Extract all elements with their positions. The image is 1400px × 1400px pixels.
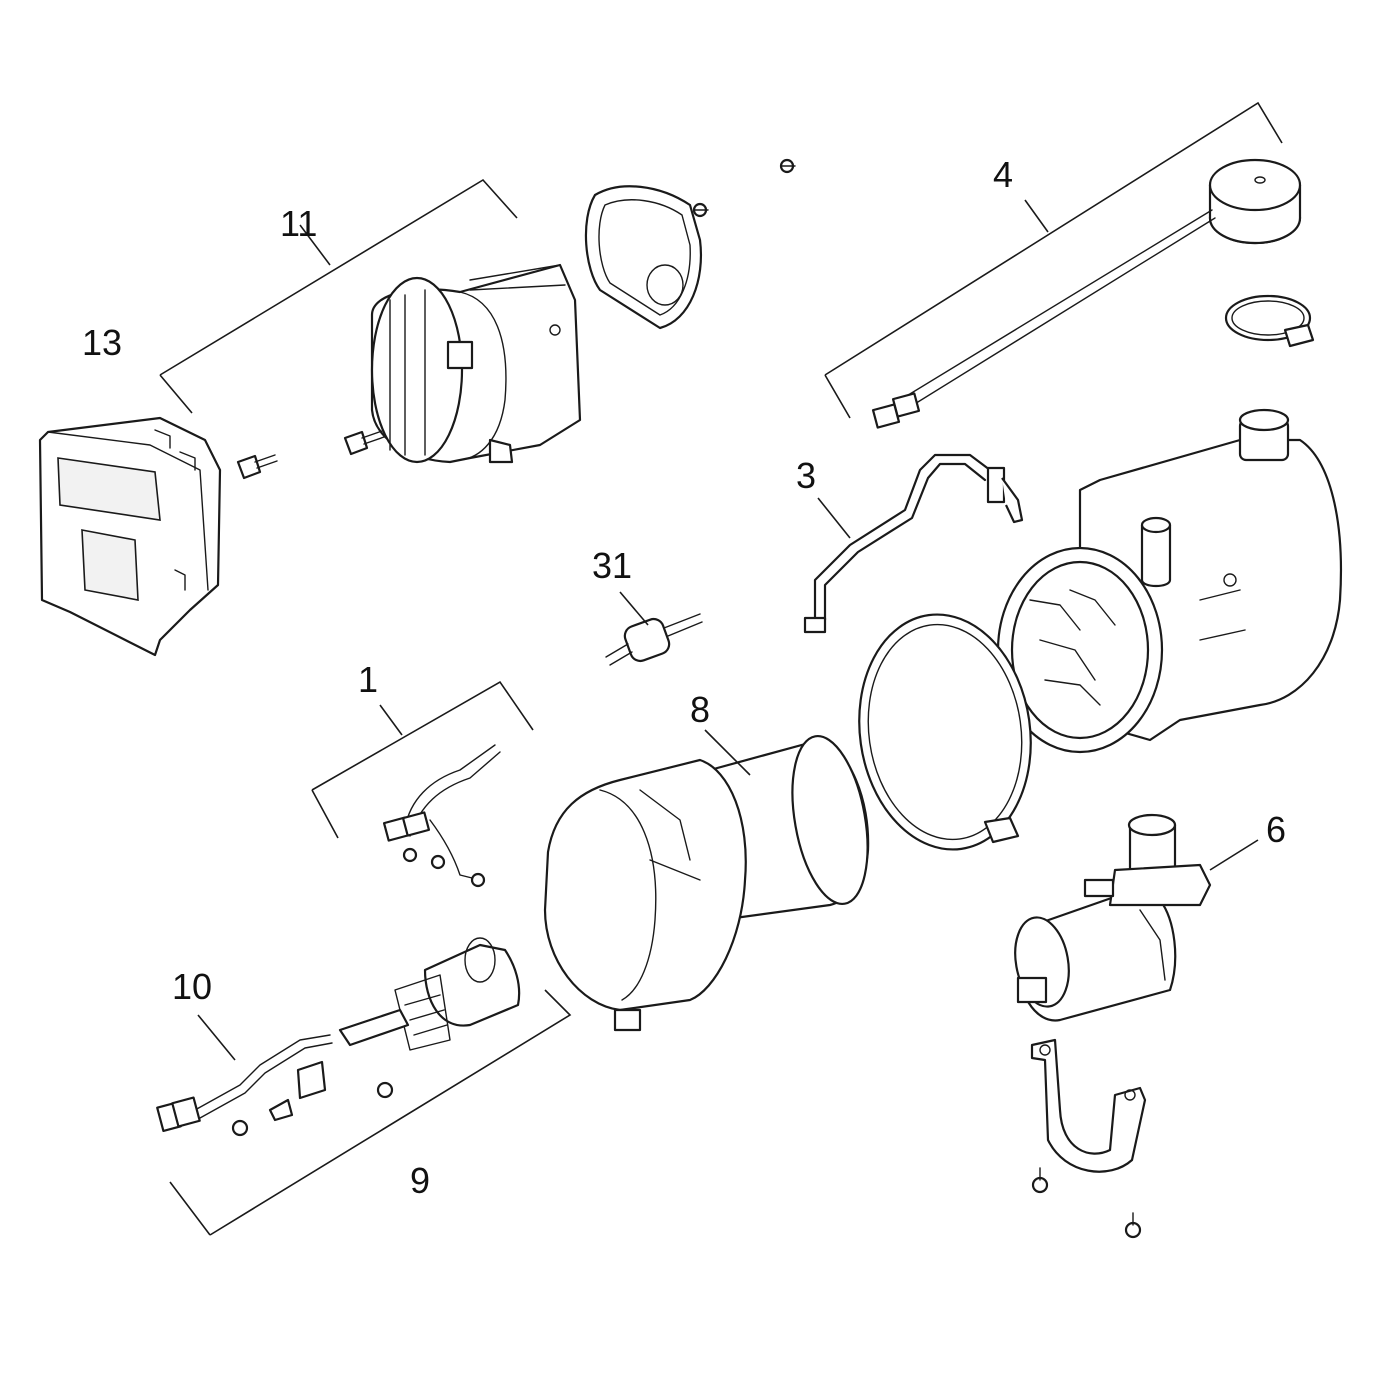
- part-8-burner[interactable]: [543, 730, 879, 1032]
- screw-icon: [236, 454, 278, 480]
- callout-1: 1: [358, 659, 378, 700]
- leader-8: [704, 729, 751, 776]
- callout-4: 4: [993, 154, 1013, 195]
- callout-6: 6: [1266, 809, 1286, 850]
- part-10-sensor-holder[interactable]: [156, 1034, 394, 1137]
- part-3-fuel-line[interactable]: [803, 453, 1024, 634]
- screw-icon: [1031, 1167, 1049, 1194]
- part-13-control-cover[interactable]: [38, 416, 222, 657]
- callout-10: 10: [172, 966, 212, 1007]
- hose-clamp[interactable]: [1224, 294, 1315, 348]
- leader-31: [619, 591, 649, 626]
- part-1-glow-wiring[interactable]: [382, 744, 501, 888]
- screw-icon: [1124, 1212, 1142, 1239]
- leader-6: [1209, 839, 1259, 871]
- callout-9: 9: [410, 1160, 430, 1201]
- bracket-1: [311, 680, 534, 839]
- callout-13: 13: [82, 322, 122, 363]
- part-4-sensor-cable[interactable]: [871, 158, 1302, 429]
- bracket-9: [169, 989, 572, 1236]
- screw-icon: [343, 430, 385, 456]
- callout-11: 11: [280, 203, 317, 244]
- bracket-11: [159, 178, 518, 414]
- callout-8: 8: [690, 689, 710, 730]
- screw-icon: [779, 158, 796, 174]
- heat-exchanger-housing[interactable]: [996, 408, 1343, 754]
- callout-31: 31: [592, 545, 632, 586]
- leader-4: [1024, 199, 1049, 233]
- callout-3: 3: [796, 455, 816, 496]
- clamp-ring[interactable]: [844, 603, 1045, 860]
- pump-mounting-bracket[interactable]: [1030, 1038, 1147, 1173]
- leader-1: [379, 704, 403, 736]
- part-6-coolant-pump[interactable]: [1009, 813, 1212, 1022]
- leader-3: [817, 497, 851, 539]
- leader-11: [299, 224, 331, 266]
- part-11-blower-assembly[interactable]: [370, 263, 582, 464]
- leader-10: [197, 1014, 236, 1061]
- part-31-fuel-component[interactable]: [605, 613, 703, 666]
- part-9-burner-insert[interactable]: [338, 937, 521, 1051]
- bracket-4: [824, 101, 1283, 419]
- gasket-plate[interactable]: [584, 185, 702, 330]
- screw-icon: [692, 202, 709, 218]
